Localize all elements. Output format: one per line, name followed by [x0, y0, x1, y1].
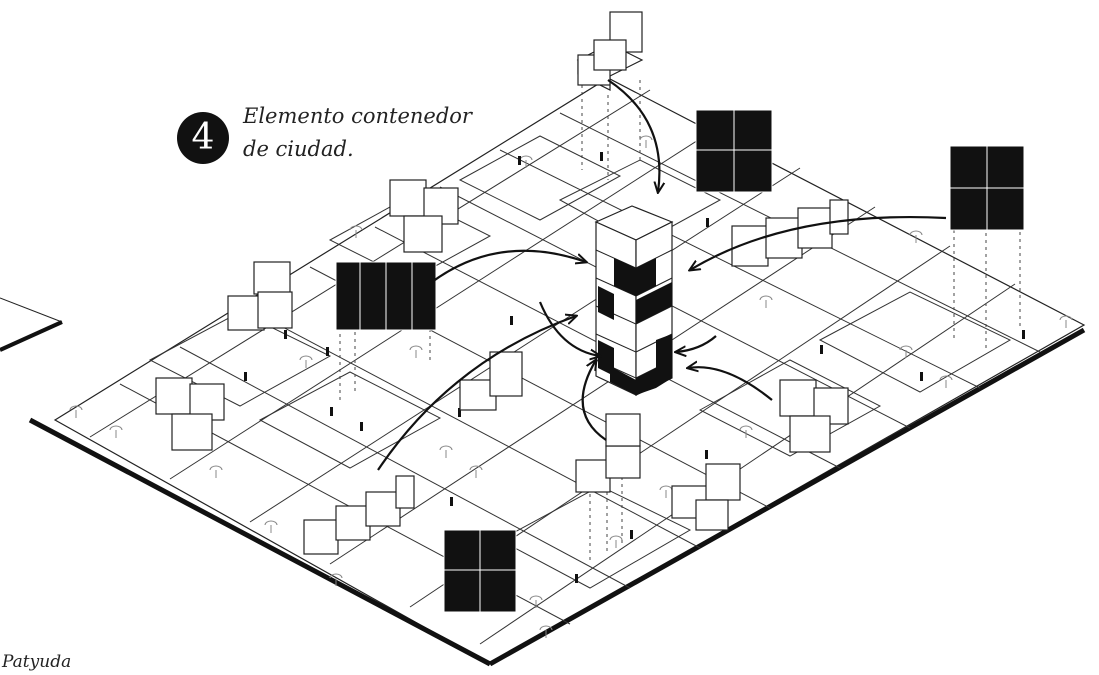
- person-icon: [360, 422, 363, 431]
- person-icon: [450, 497, 453, 506]
- tree-icon: [909, 230, 923, 243]
- arrow-icon: [377, 316, 576, 471]
- tree-icon: [739, 425, 753, 438]
- step-number: 4: [191, 117, 215, 158]
- tree-icon: [759, 295, 773, 308]
- person-icon: [575, 574, 578, 583]
- black-cube-far-right: [949, 145, 1025, 231]
- person-icon: [510, 316, 513, 325]
- tree-icon: [439, 445, 453, 458]
- black-bar-left: [335, 261, 437, 331]
- black-building-group: [335, 109, 1025, 613]
- arrow-icon: [538, 301, 600, 356]
- person-icon: [326, 347, 329, 356]
- tree-icon: [349, 225, 363, 238]
- tree-icon: [299, 355, 313, 368]
- arrow-icon: [676, 335, 717, 352]
- person-icon: [705, 450, 708, 459]
- tree-icon: [329, 573, 343, 586]
- person-icon: [518, 156, 521, 165]
- person-icon: [244, 372, 247, 381]
- tree-icon: [609, 535, 623, 548]
- arrow-icon: [431, 249, 586, 283]
- person-icon: [458, 408, 461, 417]
- building-middle: [459, 351, 523, 411]
- tree-icon-group: [69, 135, 1073, 638]
- arrow-icon: [690, 215, 947, 270]
- arrow-icon: [688, 367, 773, 401]
- building-bottom-long: [303, 475, 415, 555]
- building-far-left: [155, 377, 225, 451]
- building-upper-middle: [389, 179, 459, 253]
- corner-text: Patyuda: [2, 652, 72, 672]
- person-icon: [1022, 330, 1025, 339]
- building-bottom-middle: [575, 413, 641, 493]
- building-right-lower: [779, 379, 849, 453]
- person-icon: [284, 330, 287, 339]
- caption-line-1: Elemento contenedor: [243, 104, 472, 128]
- tree-icon: [899, 345, 913, 358]
- floating-building-top: [576, 11, 644, 91]
- person-icon: [706, 218, 709, 227]
- person-icon: [920, 372, 923, 381]
- step-caption: Elemento contenedor de ciudad.: [243, 100, 472, 166]
- adjacent-plate: [0, 297, 63, 352]
- tree-icon: [264, 520, 278, 533]
- arrow-icon-group: [377, 79, 947, 471]
- person-icon: [330, 407, 333, 416]
- tree-icon: [469, 465, 483, 478]
- building-group: [155, 11, 849, 555]
- tree-icon: [539, 625, 553, 638]
- arrow-icon: [581, 360, 607, 441]
- tree-icon: [109, 425, 123, 438]
- arrow-icon: [607, 79, 659, 192]
- ground-plate: [28, 77, 1086, 667]
- tree-icon: [409, 345, 423, 358]
- building-bottom-right: [671, 463, 741, 531]
- person-icon-group: [244, 152, 1025, 583]
- tree-icon: [529, 595, 543, 608]
- person-icon: [630, 530, 633, 539]
- tree-icon: [69, 405, 83, 418]
- black-cube-bottom: [443, 529, 517, 613]
- central-tower: [594, 205, 674, 396]
- tree-icon: [939, 375, 953, 388]
- tree-icon: [209, 465, 223, 478]
- tree-icon: [639, 135, 653, 148]
- caption-line-2: de ciudad.: [243, 137, 354, 161]
- person-icon: [820, 345, 823, 354]
- person-icon: [600, 152, 603, 161]
- tree-icon: [1059, 315, 1073, 328]
- black-cube-top-right: [695, 109, 773, 193]
- building-left-stack: [227, 261, 293, 331]
- step-number-badge: 4: [177, 112, 229, 164]
